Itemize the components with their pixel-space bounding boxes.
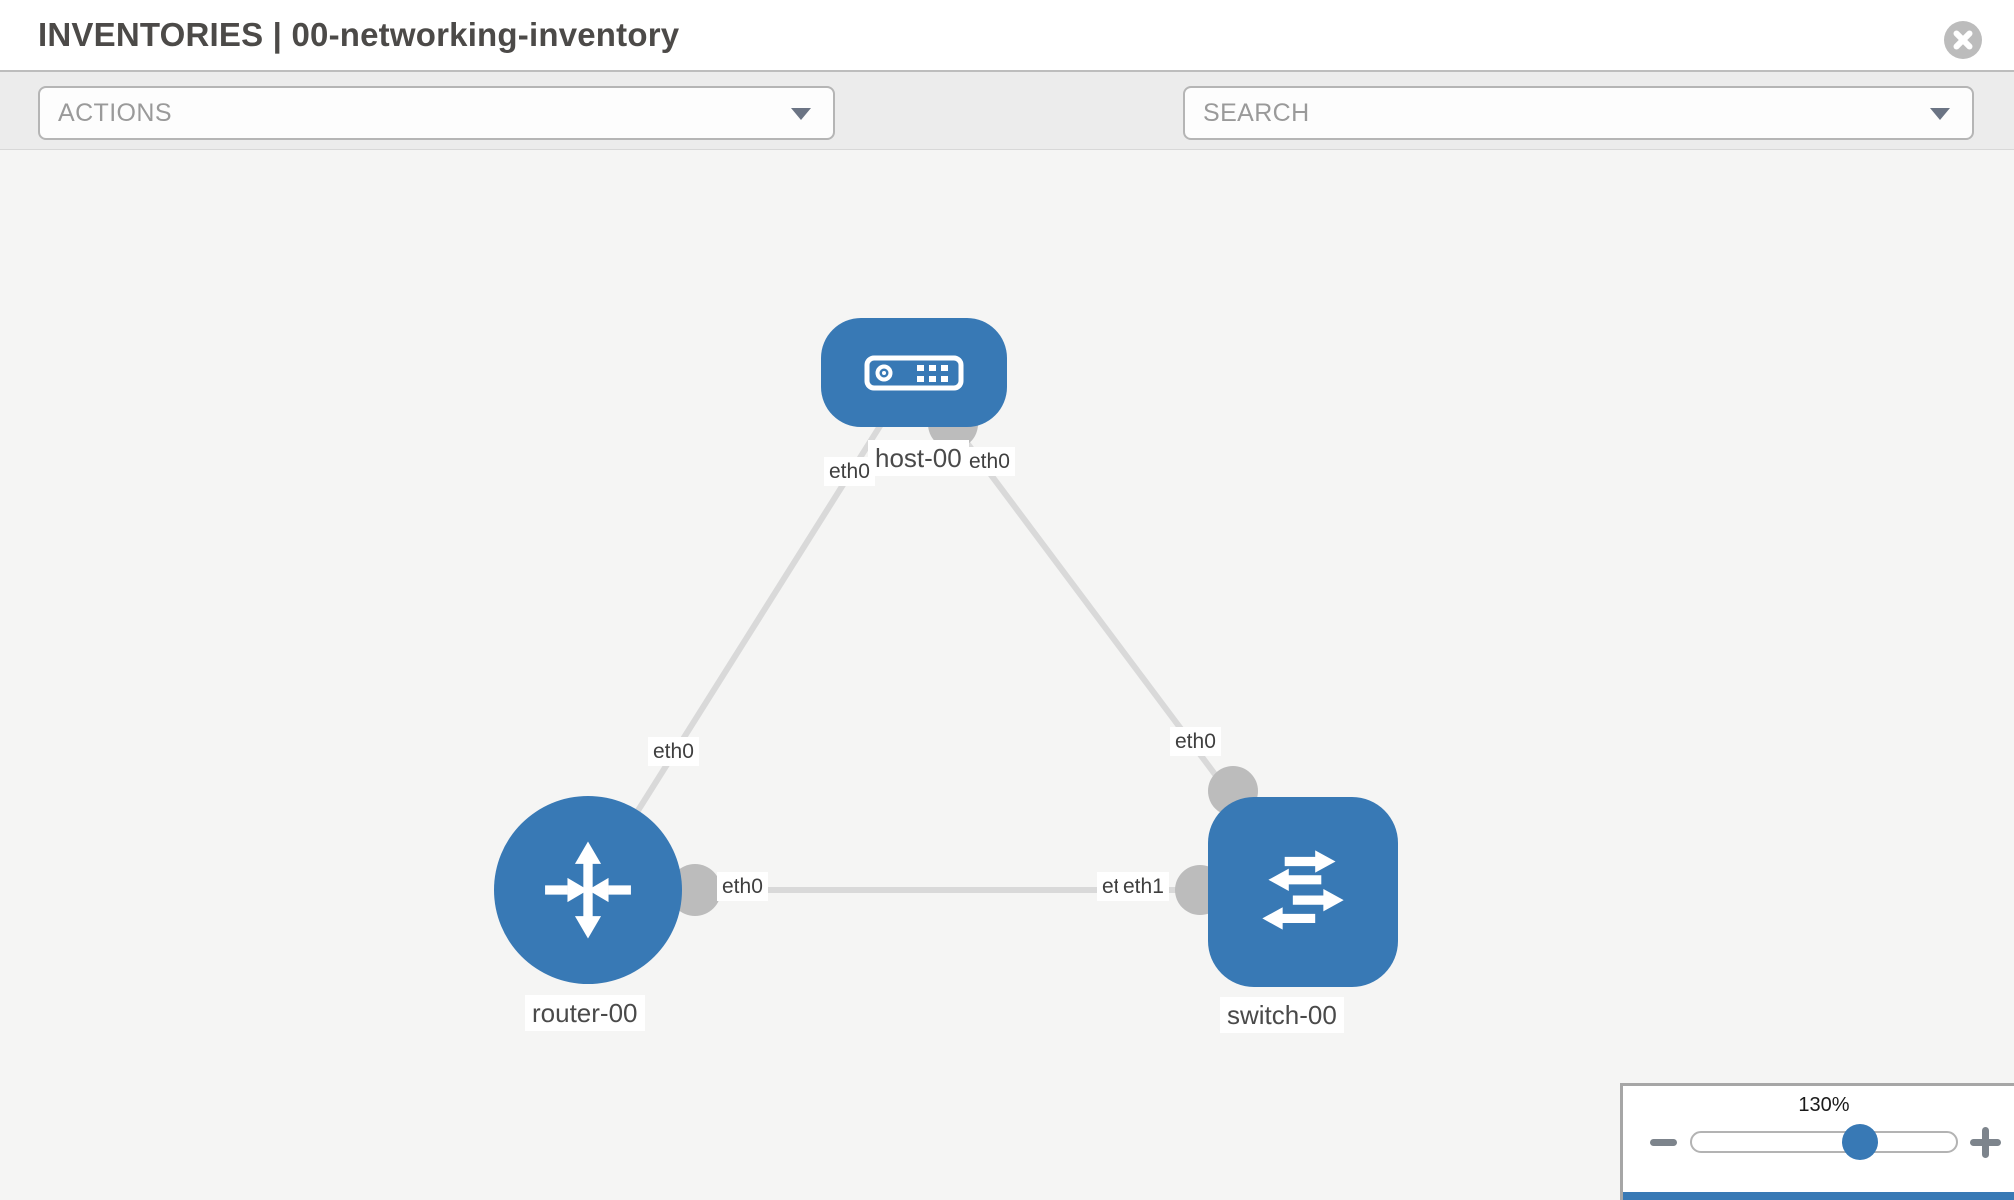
interface-label: eth0	[824, 457, 875, 486]
search-placeholder: SEARCH	[1203, 99, 1310, 127]
zoom-slider-track[interactable]	[1690, 1124, 1958, 1160]
search-dropdown[interactable]: SEARCH	[1183, 86, 1974, 140]
interface-label: eth0	[964, 447, 1015, 476]
toolbar: ACTIONS SEARCH	[0, 70, 2014, 208]
topology-canvas[interactable]: host-00 router-00 switch-00 eth0 eth0 et…	[0, 150, 2014, 1200]
interface-label: eth1	[1118, 872, 1169, 901]
node-label-switch: switch-00	[1220, 997, 1344, 1033]
topology-links	[585, 370, 1306, 894]
node-switch-00[interactable]	[1208, 797, 1398, 987]
chevron-down-icon	[791, 108, 811, 120]
interface-label: eth0	[1170, 727, 1221, 756]
zoom-level-value: 130%	[1798, 1094, 1850, 1116]
page-title: INVENTORIES | 00-networking-inventory	[38, 16, 680, 53]
chevron-down-icon	[1930, 108, 1950, 120]
header: INVENTORIES | 00-networking-inventory	[0, 0, 2014, 70]
plus-icon	[1982, 1127, 1989, 1158]
node-host-00[interactable]	[821, 318, 1007, 427]
actions-dropdown[interactable]: ACTIONS	[38, 86, 835, 140]
zoom-in-button[interactable]	[1970, 1127, 2001, 1158]
zoom-control-panel: 130%	[1620, 1083, 2014, 1200]
zoom-slider-handle[interactable]	[1842, 1124, 1878, 1160]
node-label-router: router-00	[525, 995, 645, 1031]
node-label-host: host-00	[868, 440, 969, 476]
close-button[interactable]	[1944, 21, 1982, 59]
actions-dropdown-label: ACTIONS	[58, 99, 172, 127]
zoom-out-button[interactable]	[1650, 1139, 1677, 1146]
panel-accent-bar	[1623, 1192, 2014, 1200]
interface-label: eth0	[648, 737, 699, 766]
node-router-00[interactable]	[494, 796, 682, 984]
interface-label: eth0	[717, 872, 768, 901]
